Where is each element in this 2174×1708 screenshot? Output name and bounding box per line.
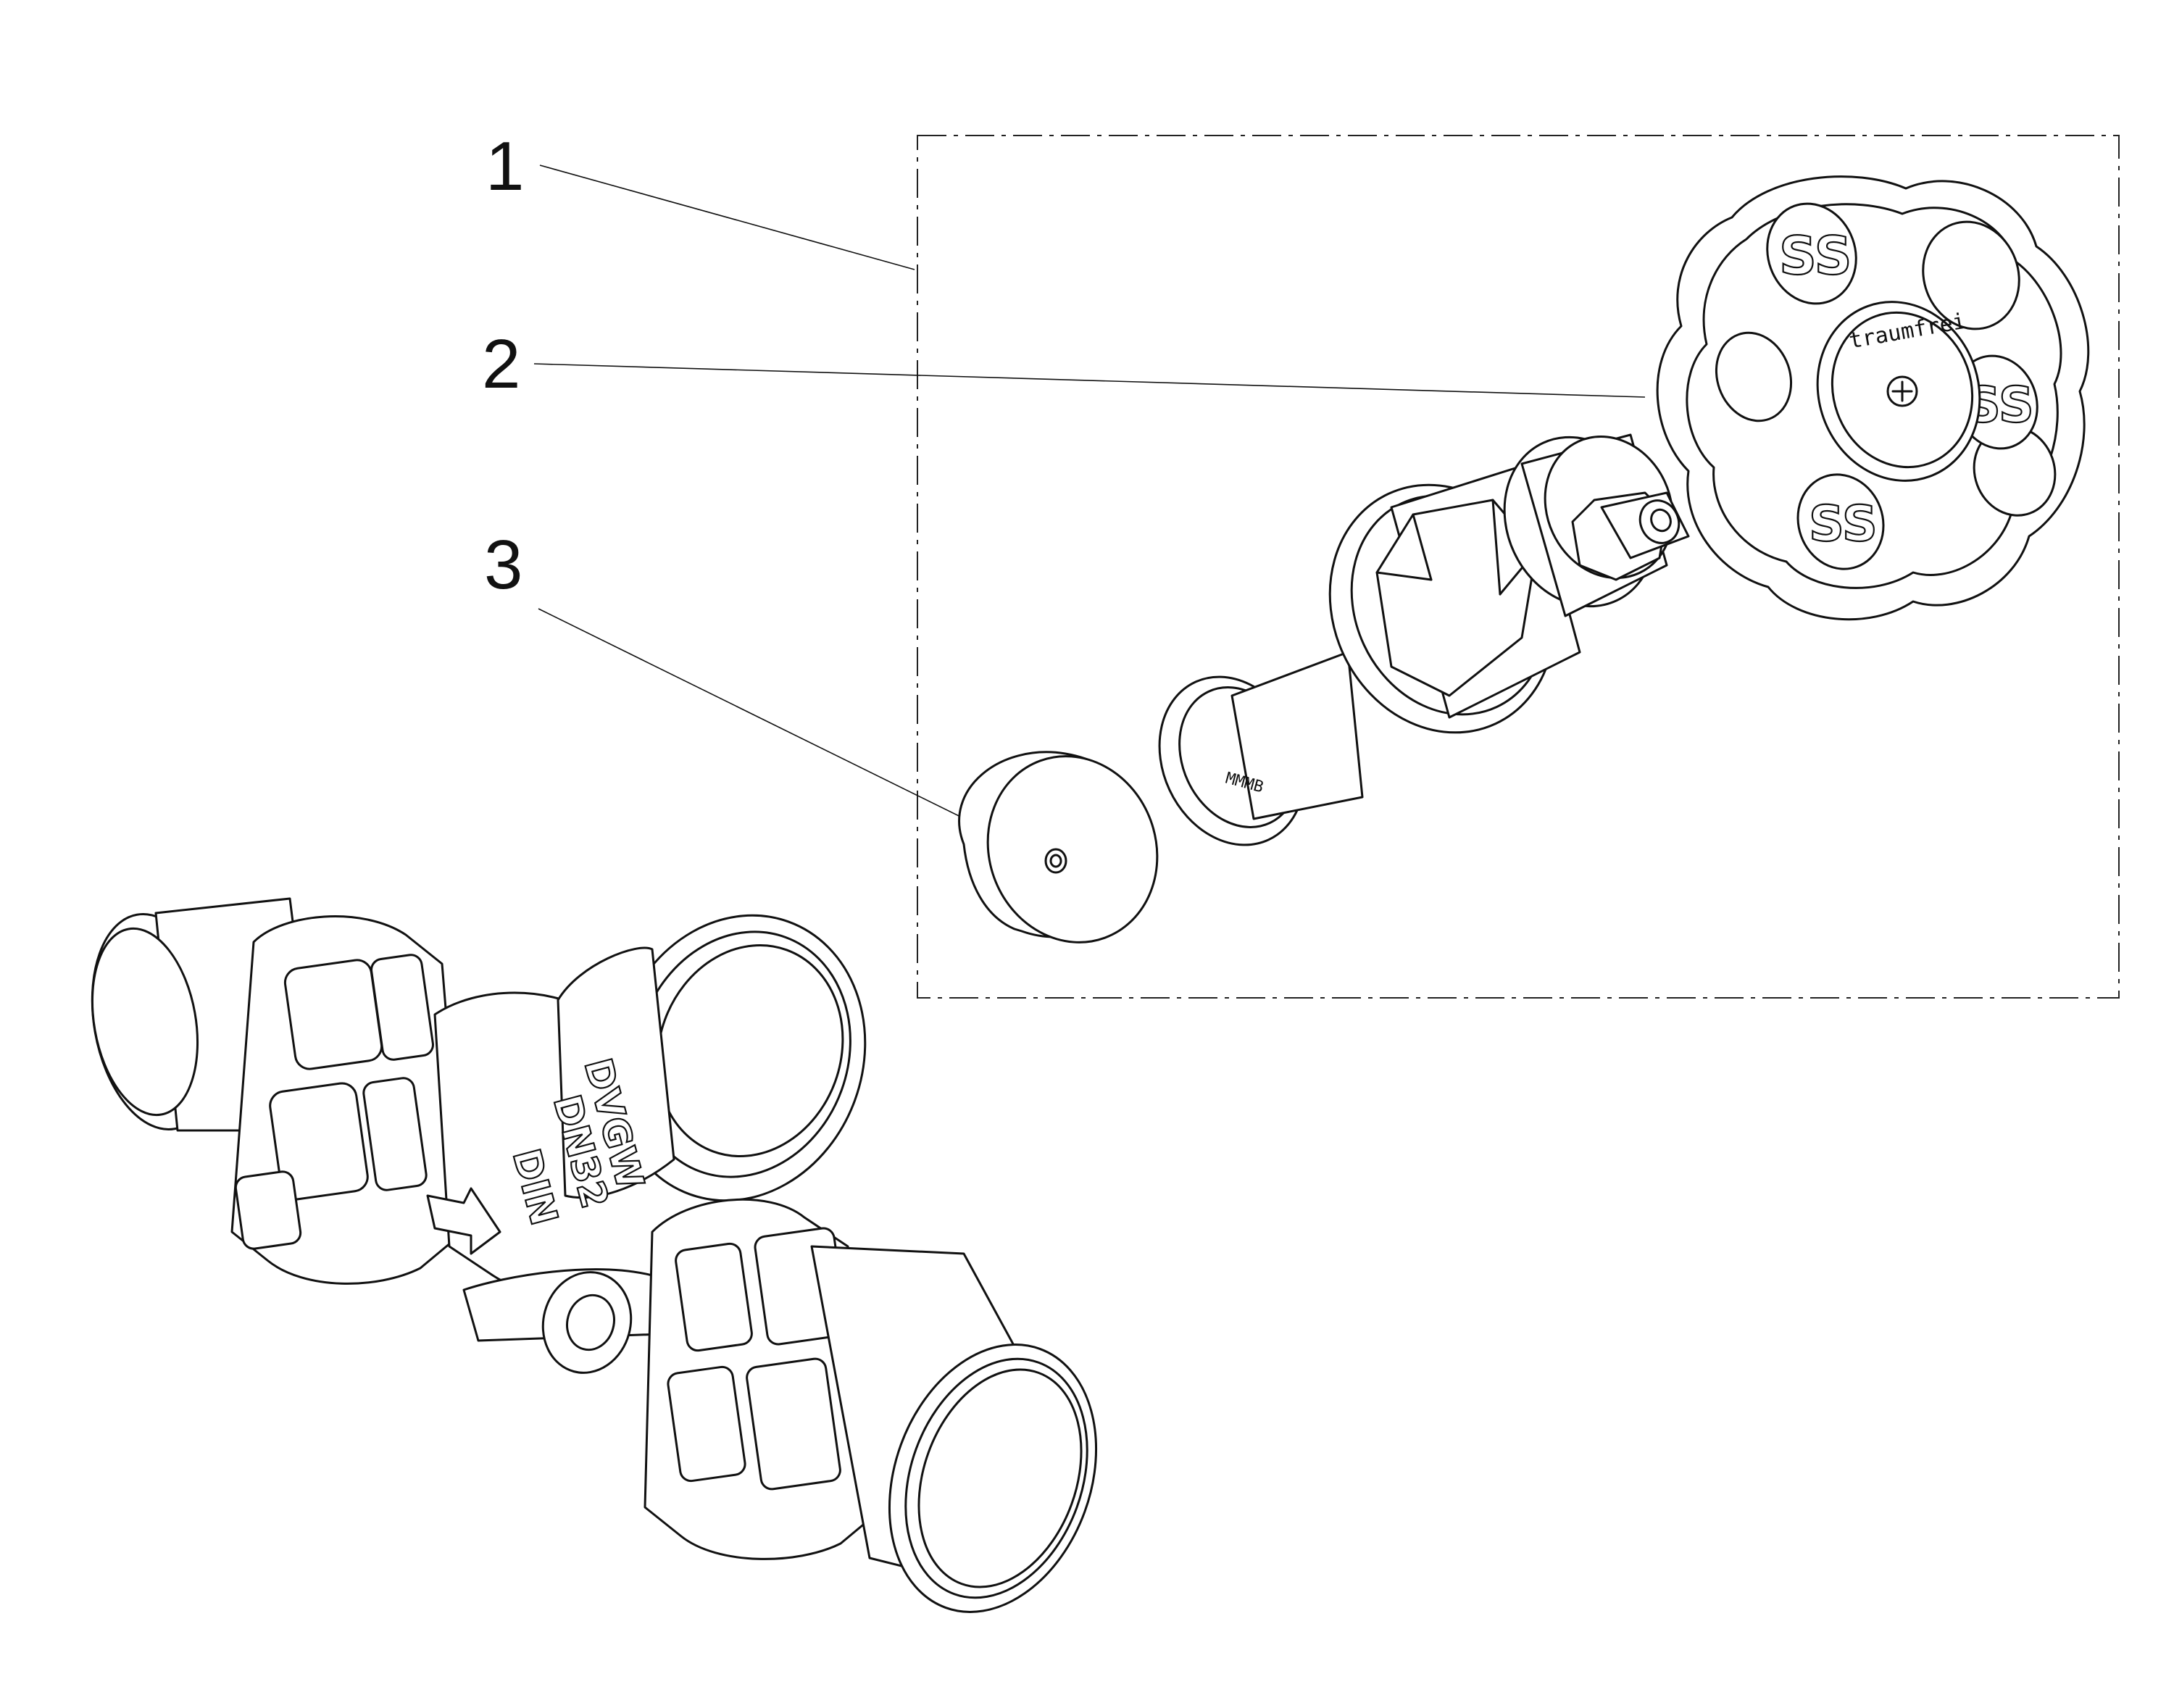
spindle-head-assembly: MMMB [1158, 433, 1690, 846]
callout-number-2: 2 [482, 325, 520, 403]
sealing-disc [958, 751, 1159, 943]
svg-text:SS: SS [1809, 496, 1878, 553]
leader-line-3 [538, 608, 995, 834]
valve-body: DVGW DN32 DIN [91, 897, 1098, 1613]
callout-number-1: 1 [486, 128, 524, 205]
svg-text:SS: SS [1779, 225, 1852, 286]
callout-number-3: 3 [484, 526, 522, 604]
leader-line-1 [539, 164, 915, 270]
handwheel: SS SS SS traumfrei [1656, 175, 2090, 621]
assembly-group-frame [917, 135, 2120, 999]
leader-line-2 [533, 363, 1646, 398]
